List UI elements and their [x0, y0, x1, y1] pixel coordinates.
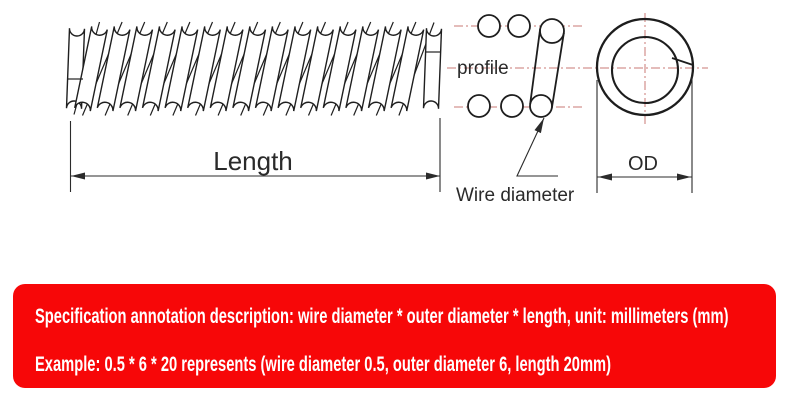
wire-diameter-label: Wire diameter	[456, 185, 575, 206]
profile-label: profile	[457, 58, 509, 79]
coil-front-strand	[322, 26, 357, 112]
coil-front-strand	[390, 26, 425, 112]
wire-section-circle	[477, 14, 501, 38]
od-arrow-right	[677, 173, 691, 181]
profile-view	[467, 14, 565, 118]
coil-front-strand	[232, 26, 267, 112]
wire-section-circle-top	[539, 18, 565, 44]
spec-example: Example: 0.5 * 6 * 20 represents (wire d…	[35, 353, 611, 376]
coil-front-strand	[300, 26, 334, 112]
wire-capsule-edge	[529, 29, 541, 105]
wire-diameter-leader	[516, 117, 558, 177]
od-arrow-left	[598, 173, 612, 181]
coil-front-strand	[254, 26, 289, 112]
wire-section-circle	[467, 94, 491, 118]
coil-front-strand	[345, 26, 380, 112]
coil-front-strand	[422, 28, 443, 109]
od-view	[595, 17, 695, 117]
length-arrow-left	[71, 172, 85, 180]
coil-front-strand	[367, 26, 402, 112]
wire-section-circle	[507, 14, 531, 38]
coil-front-strand	[96, 26, 131, 112]
od-label: OD	[628, 153, 658, 175]
coil-front-strand	[141, 26, 176, 112]
length-label: Length	[213, 146, 293, 176]
length-dimension	[69, 118, 441, 192]
length-arrow-right	[426, 172, 440, 180]
ring-inner-circle	[610, 35, 680, 105]
wire-capsule-edge	[551, 32, 565, 108]
leader-arrow	[534, 118, 544, 134]
coil-front-strand	[209, 26, 244, 112]
wire-section-circle	[500, 94, 524, 118]
coil-front-strand	[74, 26, 108, 112]
spec-banner: Specification annotation description: wi…	[13, 284, 776, 388]
leader-line	[516, 117, 558, 177]
spring-side-view	[65, 21, 443, 116]
wire-section-circle-bottom	[529, 94, 553, 118]
od-dimension	[596, 76, 693, 193]
spec-description: Specification annotation description: wi…	[35, 305, 729, 328]
ring-outer-circle	[595, 17, 695, 117]
coil-front-strand	[277, 26, 312, 112]
wire-end-cut-line	[671, 57, 694, 66]
coil-front-strand	[119, 26, 154, 112]
coil-front-strand	[187, 26, 221, 112]
coil-front-strand	[164, 26, 199, 112]
